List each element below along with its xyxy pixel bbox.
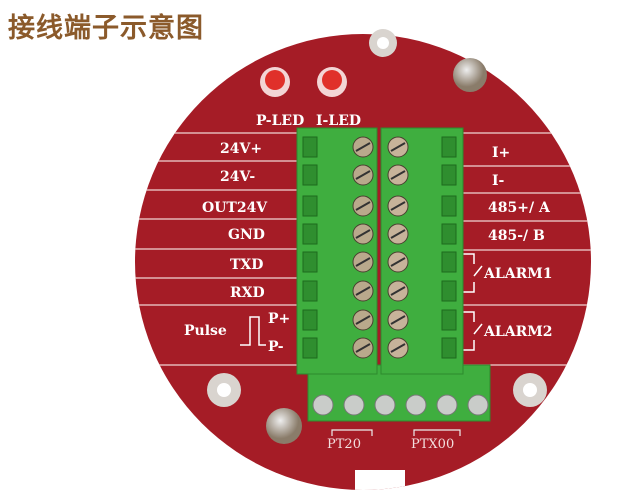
pulse-waveform-icon [240, 316, 266, 346]
terminal-screw-icon [343, 394, 365, 416]
terminal-screw-icon [467, 394, 489, 416]
divider-lines [135, 132, 591, 366]
wire-entry [441, 195, 457, 217]
terminal-screw-icon [312, 394, 334, 416]
terminal-screw-icon [374, 394, 396, 416]
wire-entry [302, 309, 318, 331]
wire-entry [302, 251, 318, 273]
wire-entry [302, 337, 318, 359]
p-led [260, 67, 290, 97]
terminal-screw-icon [436, 394, 458, 416]
wire-entry [441, 309, 457, 331]
i-led [317, 67, 347, 97]
label-485-b: 485-/ B [488, 228, 545, 244]
wire-entry [441, 136, 457, 158]
label-i-plus: I+ [492, 145, 510, 161]
relay-switch-icon [462, 253, 483, 293]
i-led-label: I-LED [316, 113, 361, 129]
wire-entry [302, 164, 318, 186]
wire-entry [441, 337, 457, 359]
label-pulse: Pulse [184, 323, 227, 339]
label-alarm2: ALARM2 [483, 324, 552, 340]
label-txd: TXD [230, 257, 263, 273]
label-ptx00: PTX00 [411, 437, 454, 452]
relay-switch-icon [462, 311, 483, 351]
screw-icon [453, 58, 487, 92]
wire-entry [441, 251, 457, 273]
label-gnd: GND [228, 227, 265, 243]
label-alarm1: ALARM1 [483, 266, 552, 282]
wire-entry [302, 136, 318, 158]
label-p-minus: P- [268, 339, 284, 355]
label-485-a: 485+/ A [488, 200, 551, 216]
p-led-label: P-LED [256, 113, 304, 129]
label-i-minus: I- [492, 173, 505, 189]
label-out24v: OUT24V [202, 200, 268, 216]
wire-entry [441, 223, 457, 245]
wire-entry [441, 164, 457, 186]
wire-entry [302, 223, 318, 245]
wire-entry [441, 280, 457, 302]
wire-entry [302, 280, 318, 302]
label-24v-minus: 24V- [220, 169, 255, 185]
label-24v-plus: 24V+ [220, 141, 262, 157]
label-rxd: RXD [230, 285, 265, 301]
terminal-screw-icon [405, 394, 427, 416]
label-p-plus: P+ [268, 311, 290, 327]
wire-entry [302, 195, 318, 217]
board-notch [355, 470, 405, 490]
label-pt20: PT20 [327, 437, 361, 452]
diagram-title: 接线端子示意图 [8, 13, 204, 44]
screw-icon [266, 408, 302, 444]
